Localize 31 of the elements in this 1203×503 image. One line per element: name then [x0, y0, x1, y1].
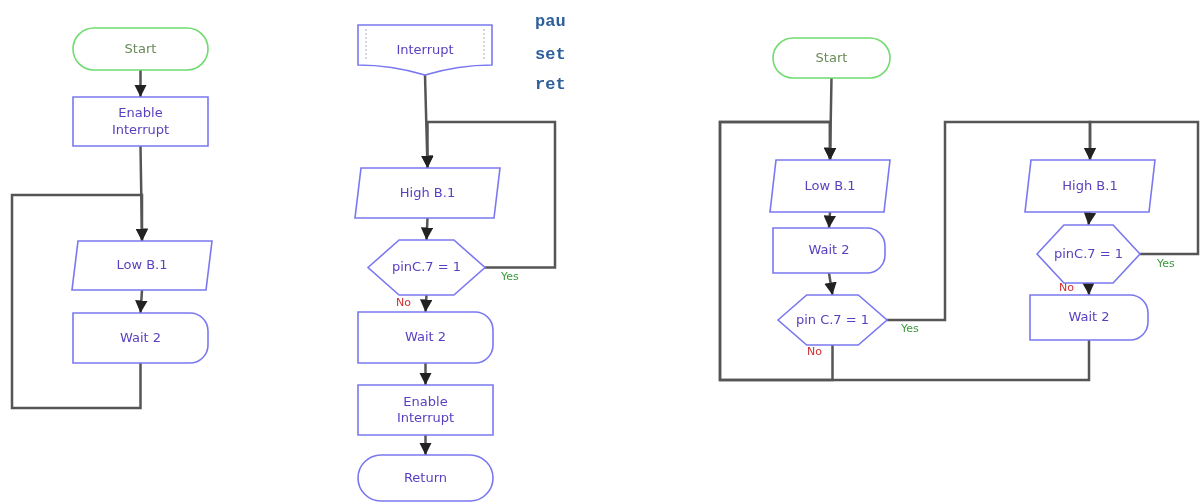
flow-arrow — [1083, 120, 1200, 256]
flow-arrow — [135, 289, 148, 314]
flow-arrow — [419, 435, 432, 455]
flow-arrow — [823, 211, 836, 229]
flow-arrow — [10, 193, 149, 410]
flow-arrow — [420, 294, 433, 313]
flow-arrow — [718, 120, 1091, 382]
code-text: pau — [535, 12, 566, 31]
flow-arrow — [421, 120, 557, 269]
flow-arrow — [1082, 282, 1095, 296]
flow-arrow — [824, 272, 837, 296]
delay-shape: Wait 2 — [358, 312, 493, 363]
flow-arrow — [134, 70, 147, 97]
process-box: Enable Interrupt — [73, 97, 208, 146]
code-text: ret — [535, 75, 566, 94]
terminator-shape: Start — [73, 28, 208, 70]
code-text: set — [535, 45, 566, 64]
terminator-shape: Start — [773, 38, 890, 78]
input-output-parallelogram: High B.1 — [355, 168, 500, 218]
input-output-parallelogram: High B.1 — [1025, 160, 1155, 212]
flow-arrow — [419, 363, 432, 385]
flow-arrow — [1083, 211, 1097, 226]
flow-arrow — [420, 217, 434, 241]
delay-shape: Wait 2 — [1030, 295, 1148, 340]
process-box: Enable Interrupt — [358, 385, 493, 435]
input-output-parallelogram: Low B.1 — [770, 160, 890, 212]
terminator-shape: Return — [358, 455, 493, 501]
interrupt-shape: Interrupt — [358, 25, 492, 75]
delay-shape: Wait 2 — [773, 228, 885, 273]
delay-shape: Wait 2 — [73, 313, 208, 363]
input-output-parallelogram: Low B.1 — [72, 241, 212, 290]
